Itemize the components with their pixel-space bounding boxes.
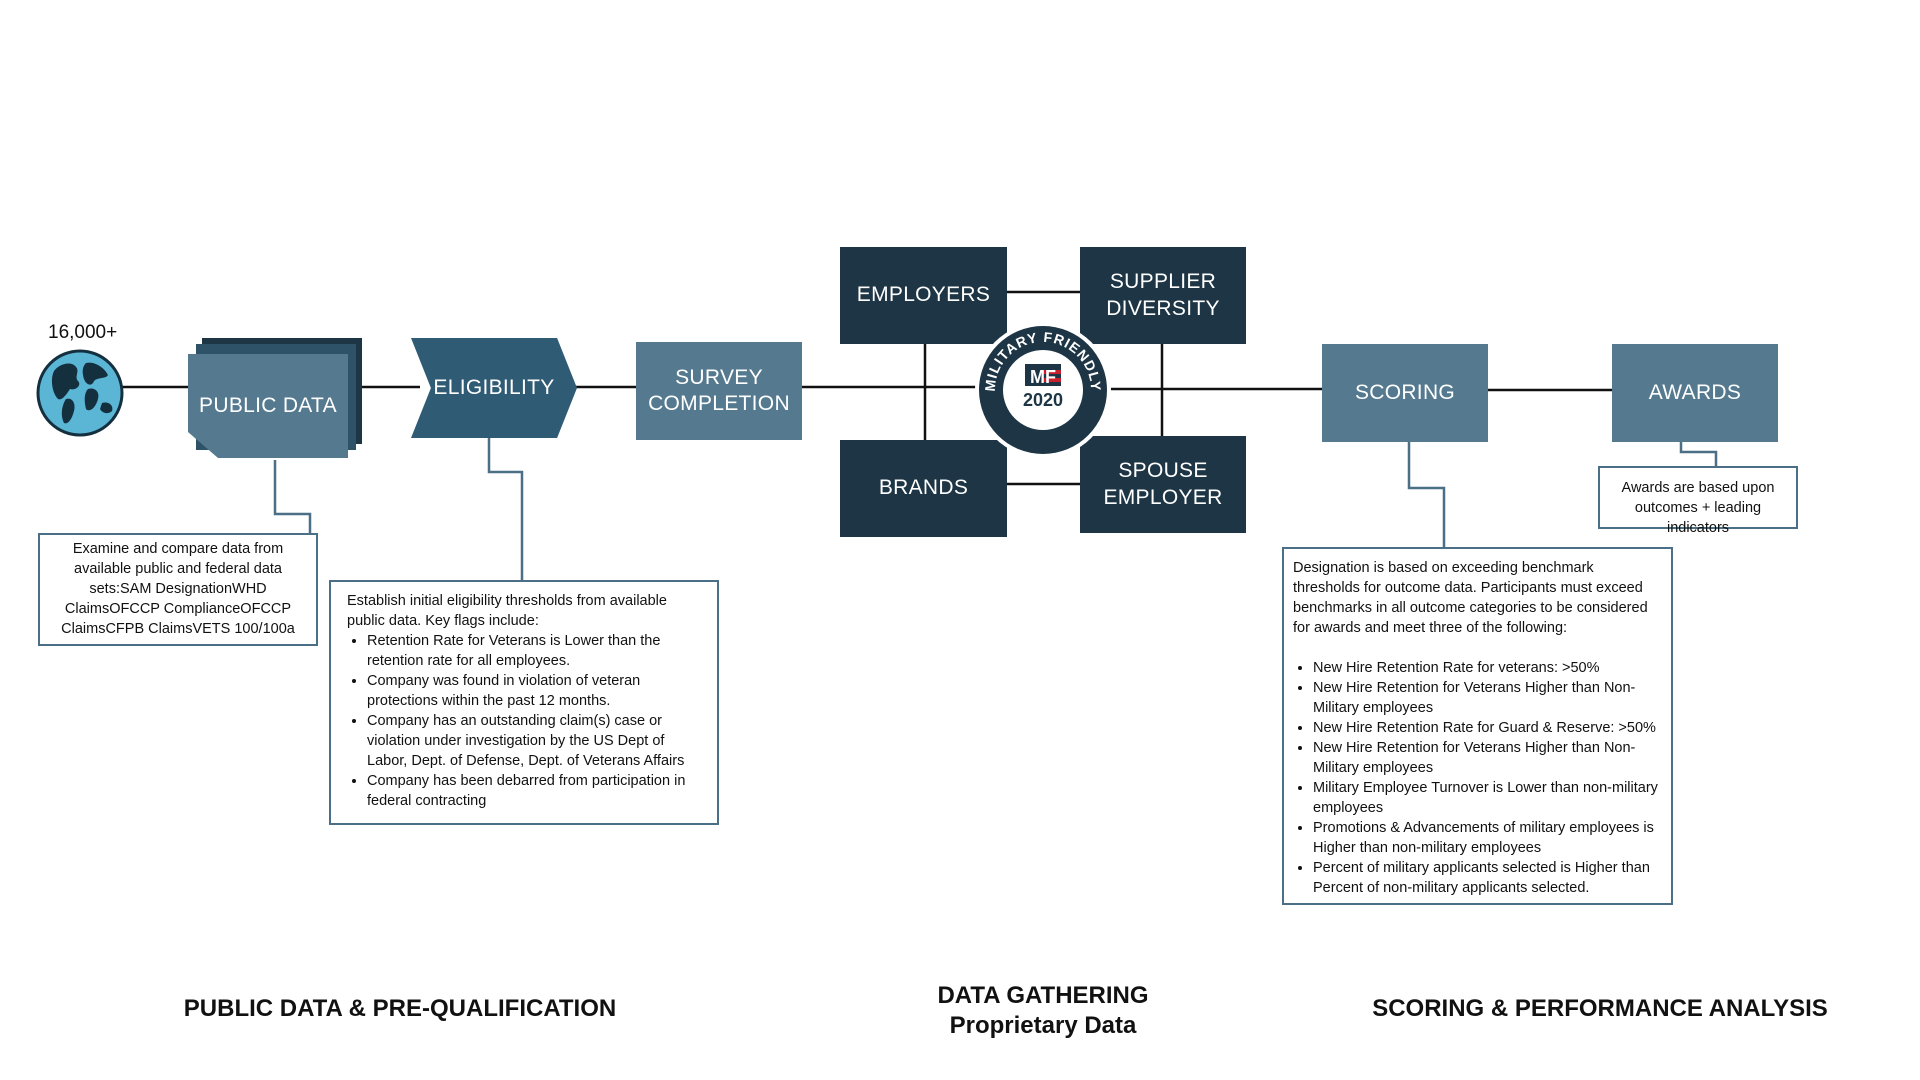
awards-note-text: Awards are based upon outcomes + leading…	[1621, 480, 1775, 536]
list-item: New Hire Retention Rate for veterans: >5…	[1313, 658, 1661, 678]
section-heading-center-line1: DATA GATHERING	[937, 982, 1149, 1009]
survey-completion-node[interactable]: SURVEY COMPLETION	[636, 342, 802, 440]
section-heading-right: SCORING & PERFORMANCE ANALYSIS	[1372, 995, 1828, 1022]
eligibility-flag-list: Retention Rate for Veterans is Lower tha…	[347, 631, 701, 811]
badge-year: 2020	[1023, 390, 1063, 410]
eligibility-node[interactable]: ELIGIBILITY	[411, 338, 577, 438]
supplier-label-line1: SUPPLIER	[1109, 270, 1217, 294]
list-item: New Hire Retention for Veterans Higher t…	[1313, 738, 1661, 778]
section-heading-center-line2: Proprietary Data	[949, 1012, 1137, 1039]
military-friendly-badge: MILITARY FRIENDLY COMPANIES MF 2020	[975, 322, 1111, 458]
employers-label: EMPLOYERS	[856, 283, 991, 307]
list-item: Military Employee Turnover is Lower than…	[1313, 778, 1661, 818]
callout-line-scoring	[1407, 442, 1446, 548]
eligibility-note: Establish initial eligibility thresholds…	[329, 580, 719, 825]
list-item: Promotions & Advancements of military em…	[1313, 818, 1661, 858]
scoring-criteria-list: New Hire Retention Rate for veterans: >5…	[1293, 658, 1661, 898]
scoring-note-intro: Designation is based on exceeding benchm…	[1293, 560, 1648, 636]
survey-label-line2: COMPLETION	[648, 392, 790, 415]
employers-node[interactable]: EMPLOYERS	[840, 247, 1007, 344]
list-item: New Hire Retention Rate for Guard & Rese…	[1313, 718, 1661, 738]
scoring-node[interactable]: SCORING	[1322, 344, 1488, 442]
list-item: New Hire Retention for Veterans Higher t…	[1313, 678, 1661, 718]
awards-label: AWARDS	[1648, 380, 1742, 404]
section-heading-left: PUBLIC DATA & PRE-QUALIFICATION	[183, 995, 617, 1022]
list-item: Company has been debarred from participa…	[367, 771, 701, 811]
supplier-label-line2: DIVERSITY	[1106, 296, 1220, 320]
public-data-note: Examine and compare data from available …	[38, 533, 318, 646]
list-item: Company has an outstanding claim(s) case…	[367, 711, 701, 771]
callout-line-public	[273, 460, 312, 535]
public-data-note-text: Examine and compare data from available …	[61, 541, 295, 637]
callout-line-eligibility	[487, 438, 524, 580]
spouse-label-line1: SPOUSE	[1118, 459, 1208, 483]
eligibility-note-intro: Establish initial eligibility thresholds…	[347, 593, 667, 629]
supplier-diversity-node[interactable]: SUPPLIER DIVERSITY	[1080, 247, 1246, 344]
awards-note: Awards are based upon outcomes + leading…	[1598, 466, 1798, 536]
eligibility-label: ELIGIBILITY	[433, 375, 555, 399]
spouse-employer-node[interactable]: SPOUSE EMPLOYER	[1080, 436, 1246, 533]
survey-label-line1: SURVEY	[675, 365, 763, 389]
count-label: 16,000+	[48, 322, 118, 343]
list-item: Retention Rate for Veterans is Lower tha…	[367, 631, 701, 671]
list-item: Company was found in violation of vetera…	[367, 671, 701, 711]
badge-monogram: MF	[1030, 367, 1056, 387]
brands-node[interactable]: BRANDS	[840, 440, 1007, 537]
public-data-label: PUBLIC DATA	[188, 354, 348, 458]
spouse-label-line2: EMPLOYER	[1103, 485, 1223, 509]
list-item: Percent of military applicants selected …	[1313, 858, 1661, 898]
section-heading-center: DATA GATHERING Proprietary Data	[893, 981, 1193, 1041]
scoring-label: SCORING	[1354, 380, 1456, 404]
callout-line-awards	[1679, 442, 1718, 466]
scoring-note: Designation is based on exceeding benchm…	[1282, 547, 1673, 905]
public-data-node[interactable]: PUBLIC DATA	[188, 338, 363, 460]
awards-node[interactable]: AWARDS	[1612, 344, 1778, 442]
globe-icon	[36, 349, 124, 437]
brands-label: BRANDS	[878, 476, 969, 500]
